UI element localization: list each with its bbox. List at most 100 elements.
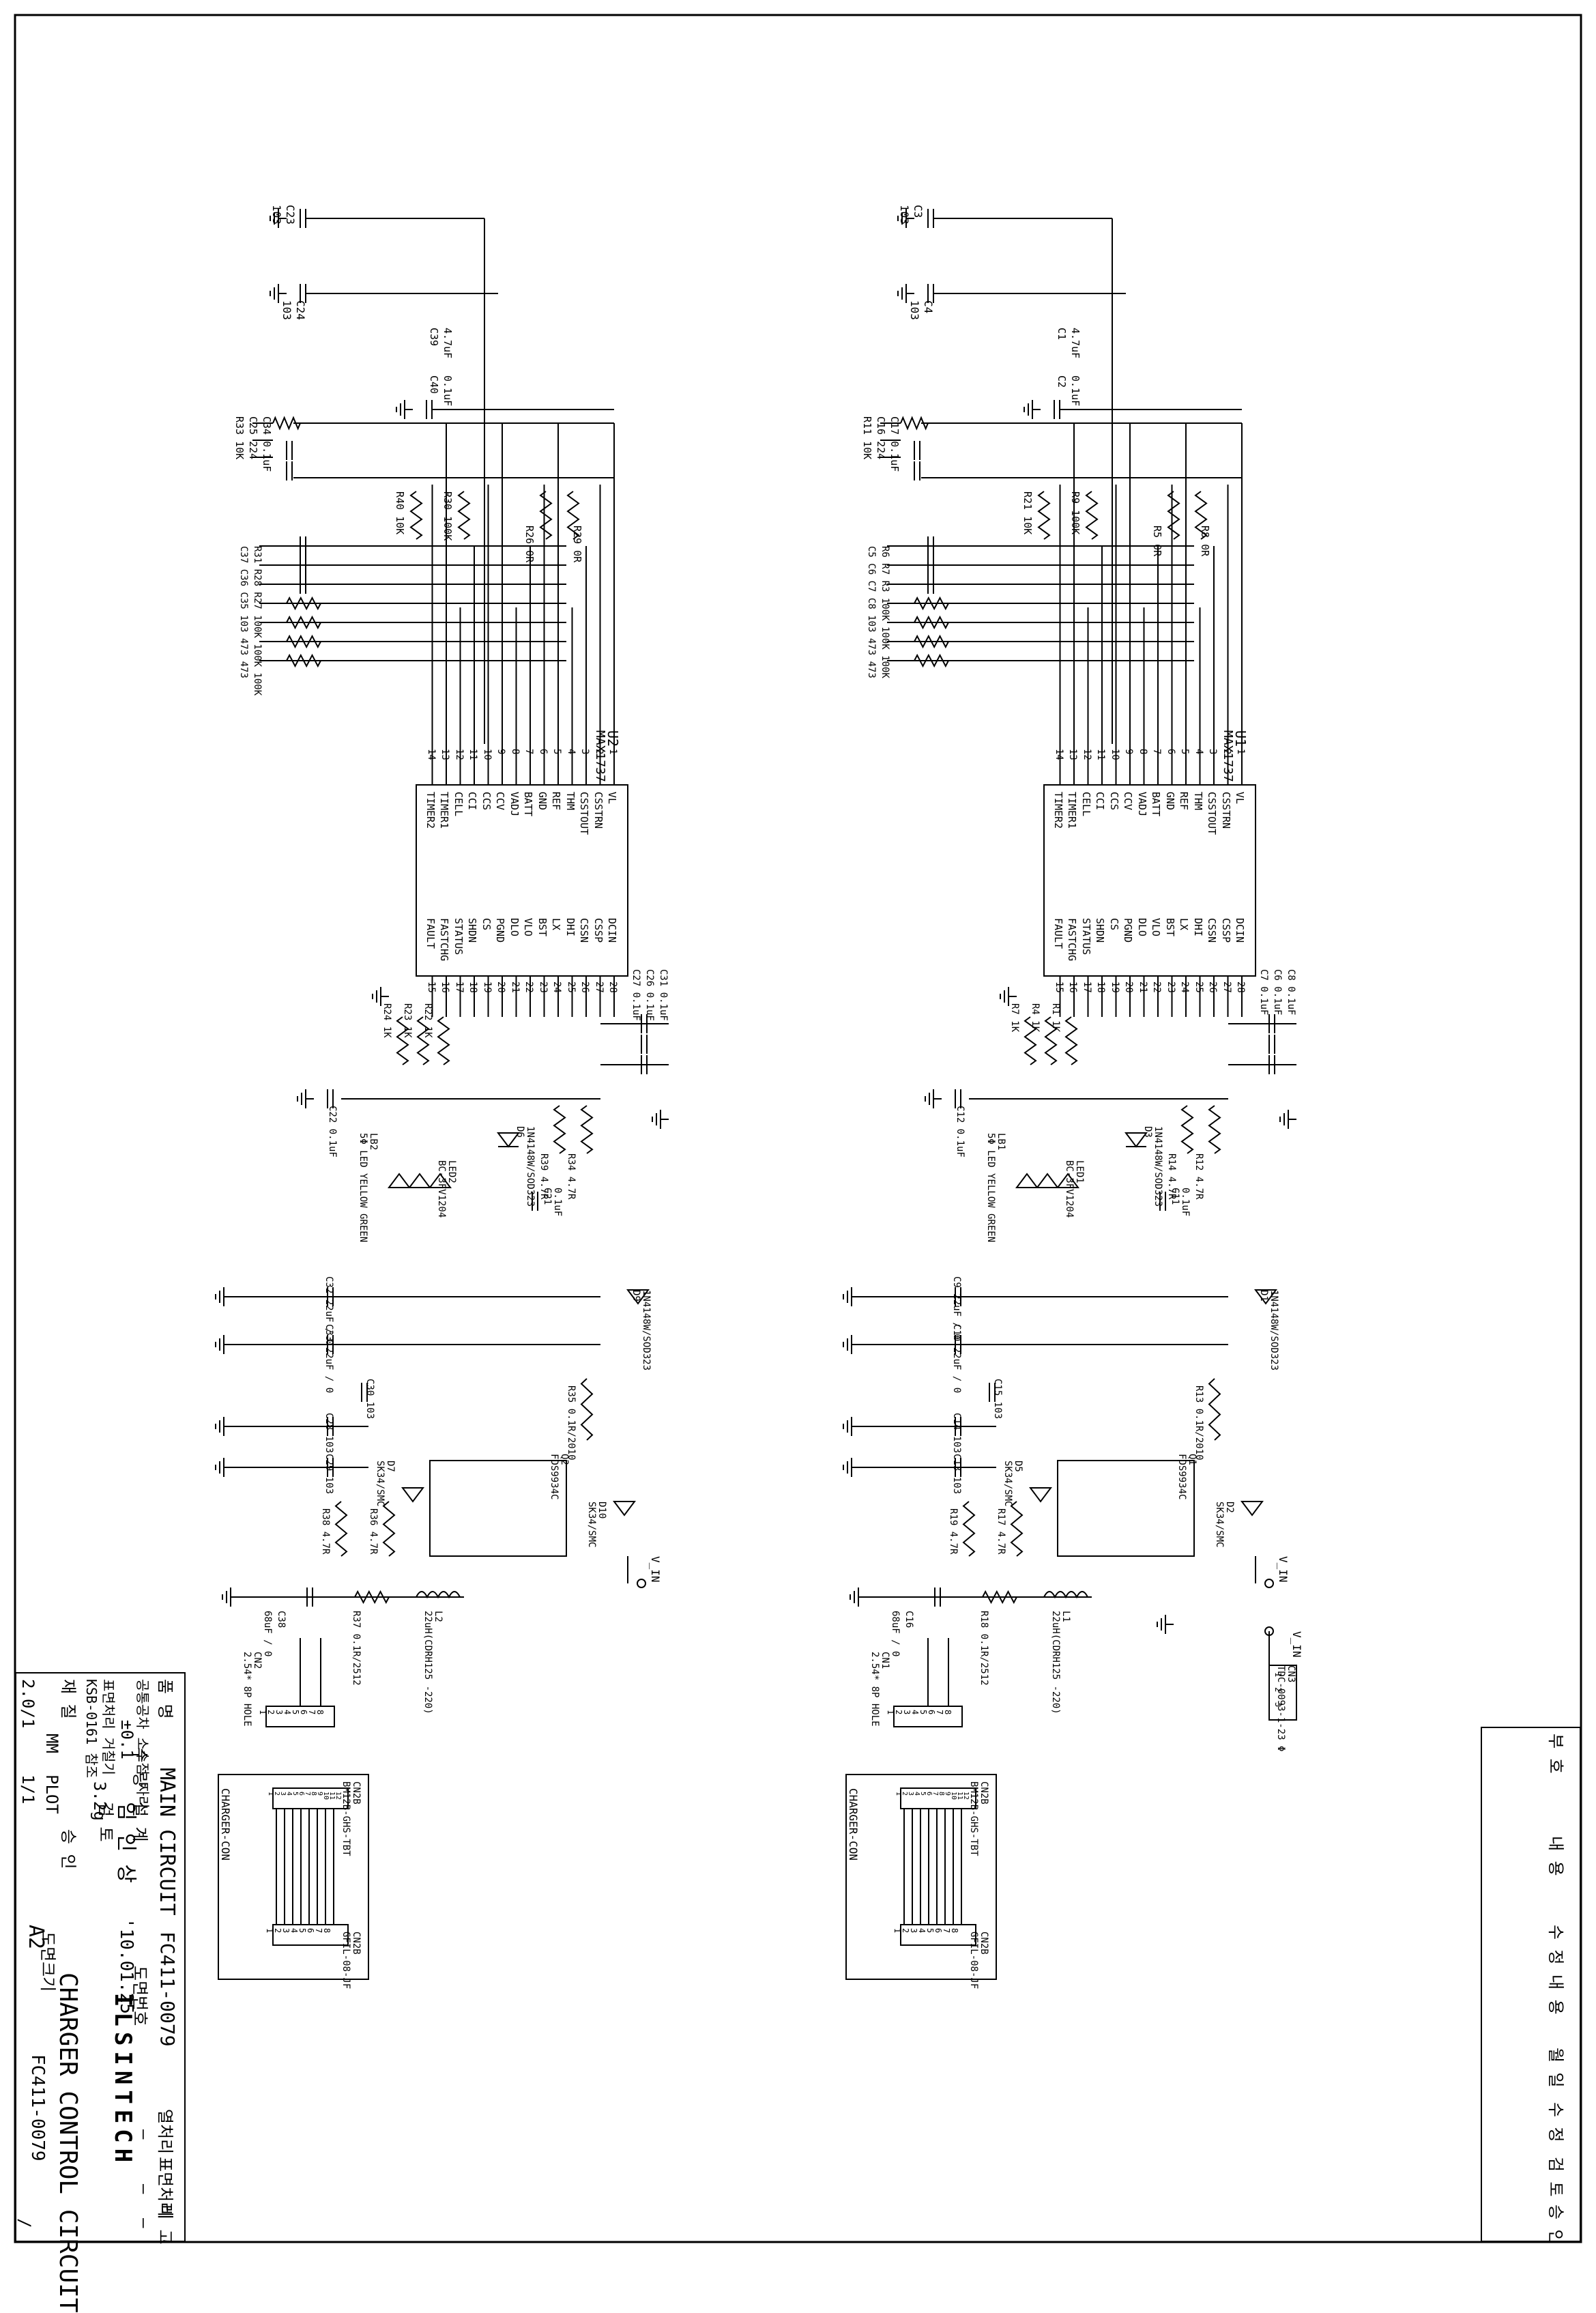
resistor-icon [416, 1016, 430, 1065]
connector-value: 2.54* 8P HOLE [242, 1652, 252, 1727]
led-value: 5Φ LED YELLOW GREEN [358, 1133, 368, 1243]
res-group-label: R6 R7 R3 100K 100K 100K [880, 546, 890, 678]
res-label: R24 1K [381, 1003, 392, 1038]
ic-pin-name: DCIN [606, 918, 618, 943]
charger-connector-box [218, 1774, 369, 1980]
ic-pin-number: 18 [467, 981, 478, 993]
connector-ref: CN3 [1286, 1665, 1296, 1683]
res-label: R14 4.7R [1166, 1153, 1177, 1200]
resistor-icon [272, 416, 301, 431]
check-label: 검 토 [96, 1802, 115, 1842]
ic-pin-name: GND [1163, 792, 1176, 811]
cap-value: 0.1uF [441, 375, 454, 407]
approve-label: 승 인 [59, 1829, 78, 1869]
res-label: R7 1K [1009, 1003, 1020, 1033]
ic-pin-name: TIMER1 [438, 792, 450, 829]
res-label: R29 0R [571, 526, 583, 563]
diode-icon [1254, 1289, 1277, 1305]
resistor-icon [1167, 491, 1180, 540]
resistor-icon [580, 1105, 594, 1154]
ic-pin-name: BATT [1150, 792, 1162, 817]
ic-pin-number: 27 [593, 981, 605, 993]
res-label: R30 100K [441, 491, 454, 541]
ic-pin-name: CCI [466, 792, 478, 811]
scale: 1/1 [18, 1775, 38, 1805]
ic-pin-name: CSSN [1206, 918, 1218, 943]
diode-ref: D2 [1224, 1502, 1235, 1513]
diode-ref: D10 [596, 1502, 607, 1519]
resistor-icon [580, 1378, 594, 1441]
resistor-icon [1180, 1105, 1194, 1154]
ic-pin-name: TIMER2 [424, 792, 437, 829]
finish-note: 표면처리 거칠기 [100, 1679, 117, 1775]
connector-pin: 8 [322, 1928, 332, 1934]
diode-value: 1N4148W/SOD323 [525, 1126, 536, 1207]
tolerance: ±0.1 [117, 1720, 136, 1759]
resistor-icon [457, 491, 471, 540]
slash: / [15, 2218, 34, 2228]
ic-pin-number: 3 [1207, 749, 1218, 755]
ic-pin-number: 26 [579, 981, 590, 993]
cap-label: C15 103 [992, 1379, 1003, 1420]
size: A2 [24, 1925, 48, 1950]
sheet-border [14, 14, 1582, 2243]
ic-pin-name: VLO [1150, 918, 1162, 937]
tolerance-note: 공통공차 소수점 자리 [134, 1679, 151, 1809]
ic-pin-number: 13 [439, 749, 450, 760]
ic-pin-name: CS [480, 918, 493, 931]
resistor-icon [1208, 1378, 1221, 1441]
res-label: R1 1K [1050, 1003, 1061, 1033]
schottky-icon [401, 1487, 424, 1503]
connector-ref: CN2B [351, 1781, 362, 1805]
ic-pin-name: STATUS [452, 918, 465, 956]
diode-value: SK34/SMC [375, 1461, 386, 1507]
diode-icon [1125, 1132, 1148, 1148]
ic-pin-number: 8 [1137, 749, 1148, 755]
inductor-icon [416, 1591, 461, 1599]
unit: MM [42, 1734, 61, 1753]
ic-pin-number: 3 [579, 749, 590, 755]
resistor-icon [382, 1501, 396, 1557]
resistor-icon [286, 615, 321, 630]
schottky-icon [1029, 1487, 1052, 1503]
diode-value: SK34/SMC [1214, 1502, 1225, 1548]
ic-pin-name: VADJ [508, 792, 521, 817]
ind-ref: L1 [1060, 1611, 1071, 1622]
cap-label: C1 [1056, 328, 1068, 341]
terminal-icon [1264, 1626, 1274, 1636]
title-block [15, 1672, 186, 2242]
ic-pin-number: 11 [1095, 749, 1106, 760]
mosfet-ref: Q2 [559, 1454, 570, 1465]
diode-value: 1N4148W/SOD323 [641, 1290, 652, 1371]
ic-pin-number: 4 [1193, 749, 1204, 755]
cap-value: 4.7uF [441, 328, 454, 359]
ic-pin-name: CCI [1094, 792, 1106, 811]
cap-group-label: C37 C36 C35 103 473 473 [238, 546, 249, 678]
cap-label: C8 0.1uF [1286, 969, 1296, 1016]
ic-pin-name: CSSN [578, 918, 590, 943]
ic-pin-number: 10 [481, 749, 493, 760]
ic-pin-name: VLO [522, 918, 534, 937]
ic-pin-number: 8 [509, 749, 521, 755]
led-icon [1036, 1173, 1059, 1188]
ic-pin-name: BATT [522, 792, 534, 817]
cap-label: C2 [1056, 375, 1068, 388]
resistor-icon [962, 1501, 976, 1557]
cap-value: 0.1uF [1180, 1188, 1191, 1217]
resistor-icon [1085, 491, 1099, 540]
ic-pin-name: DLO [1135, 918, 1148, 937]
mosfet-icon [429, 1460, 567, 1557]
ic-pin-name: FAULT [424, 918, 437, 949]
cap-label: C26 0.1uF [644, 969, 655, 1021]
led-value: BC-3FV1204 [436, 1160, 447, 1218]
ic-pin-number: 5 [1179, 749, 1190, 755]
ic-pin-name: THM [564, 792, 577, 811]
led-ref: LED2 [446, 1160, 457, 1183]
cap-label: C28 103 [323, 1413, 334, 1454]
res-label: R13 0.1R/2010 [1193, 1385, 1204, 1461]
diode-ref: D6 [514, 1126, 525, 1138]
cap-label: C31 0.1uF [658, 969, 669, 1021]
res-group-label: R31 R28 R27 100K 100K 100K [252, 546, 263, 696]
ic-pin-name: CSSTRN [1219, 792, 1232, 829]
connector-icon [272, 1924, 349, 1946]
